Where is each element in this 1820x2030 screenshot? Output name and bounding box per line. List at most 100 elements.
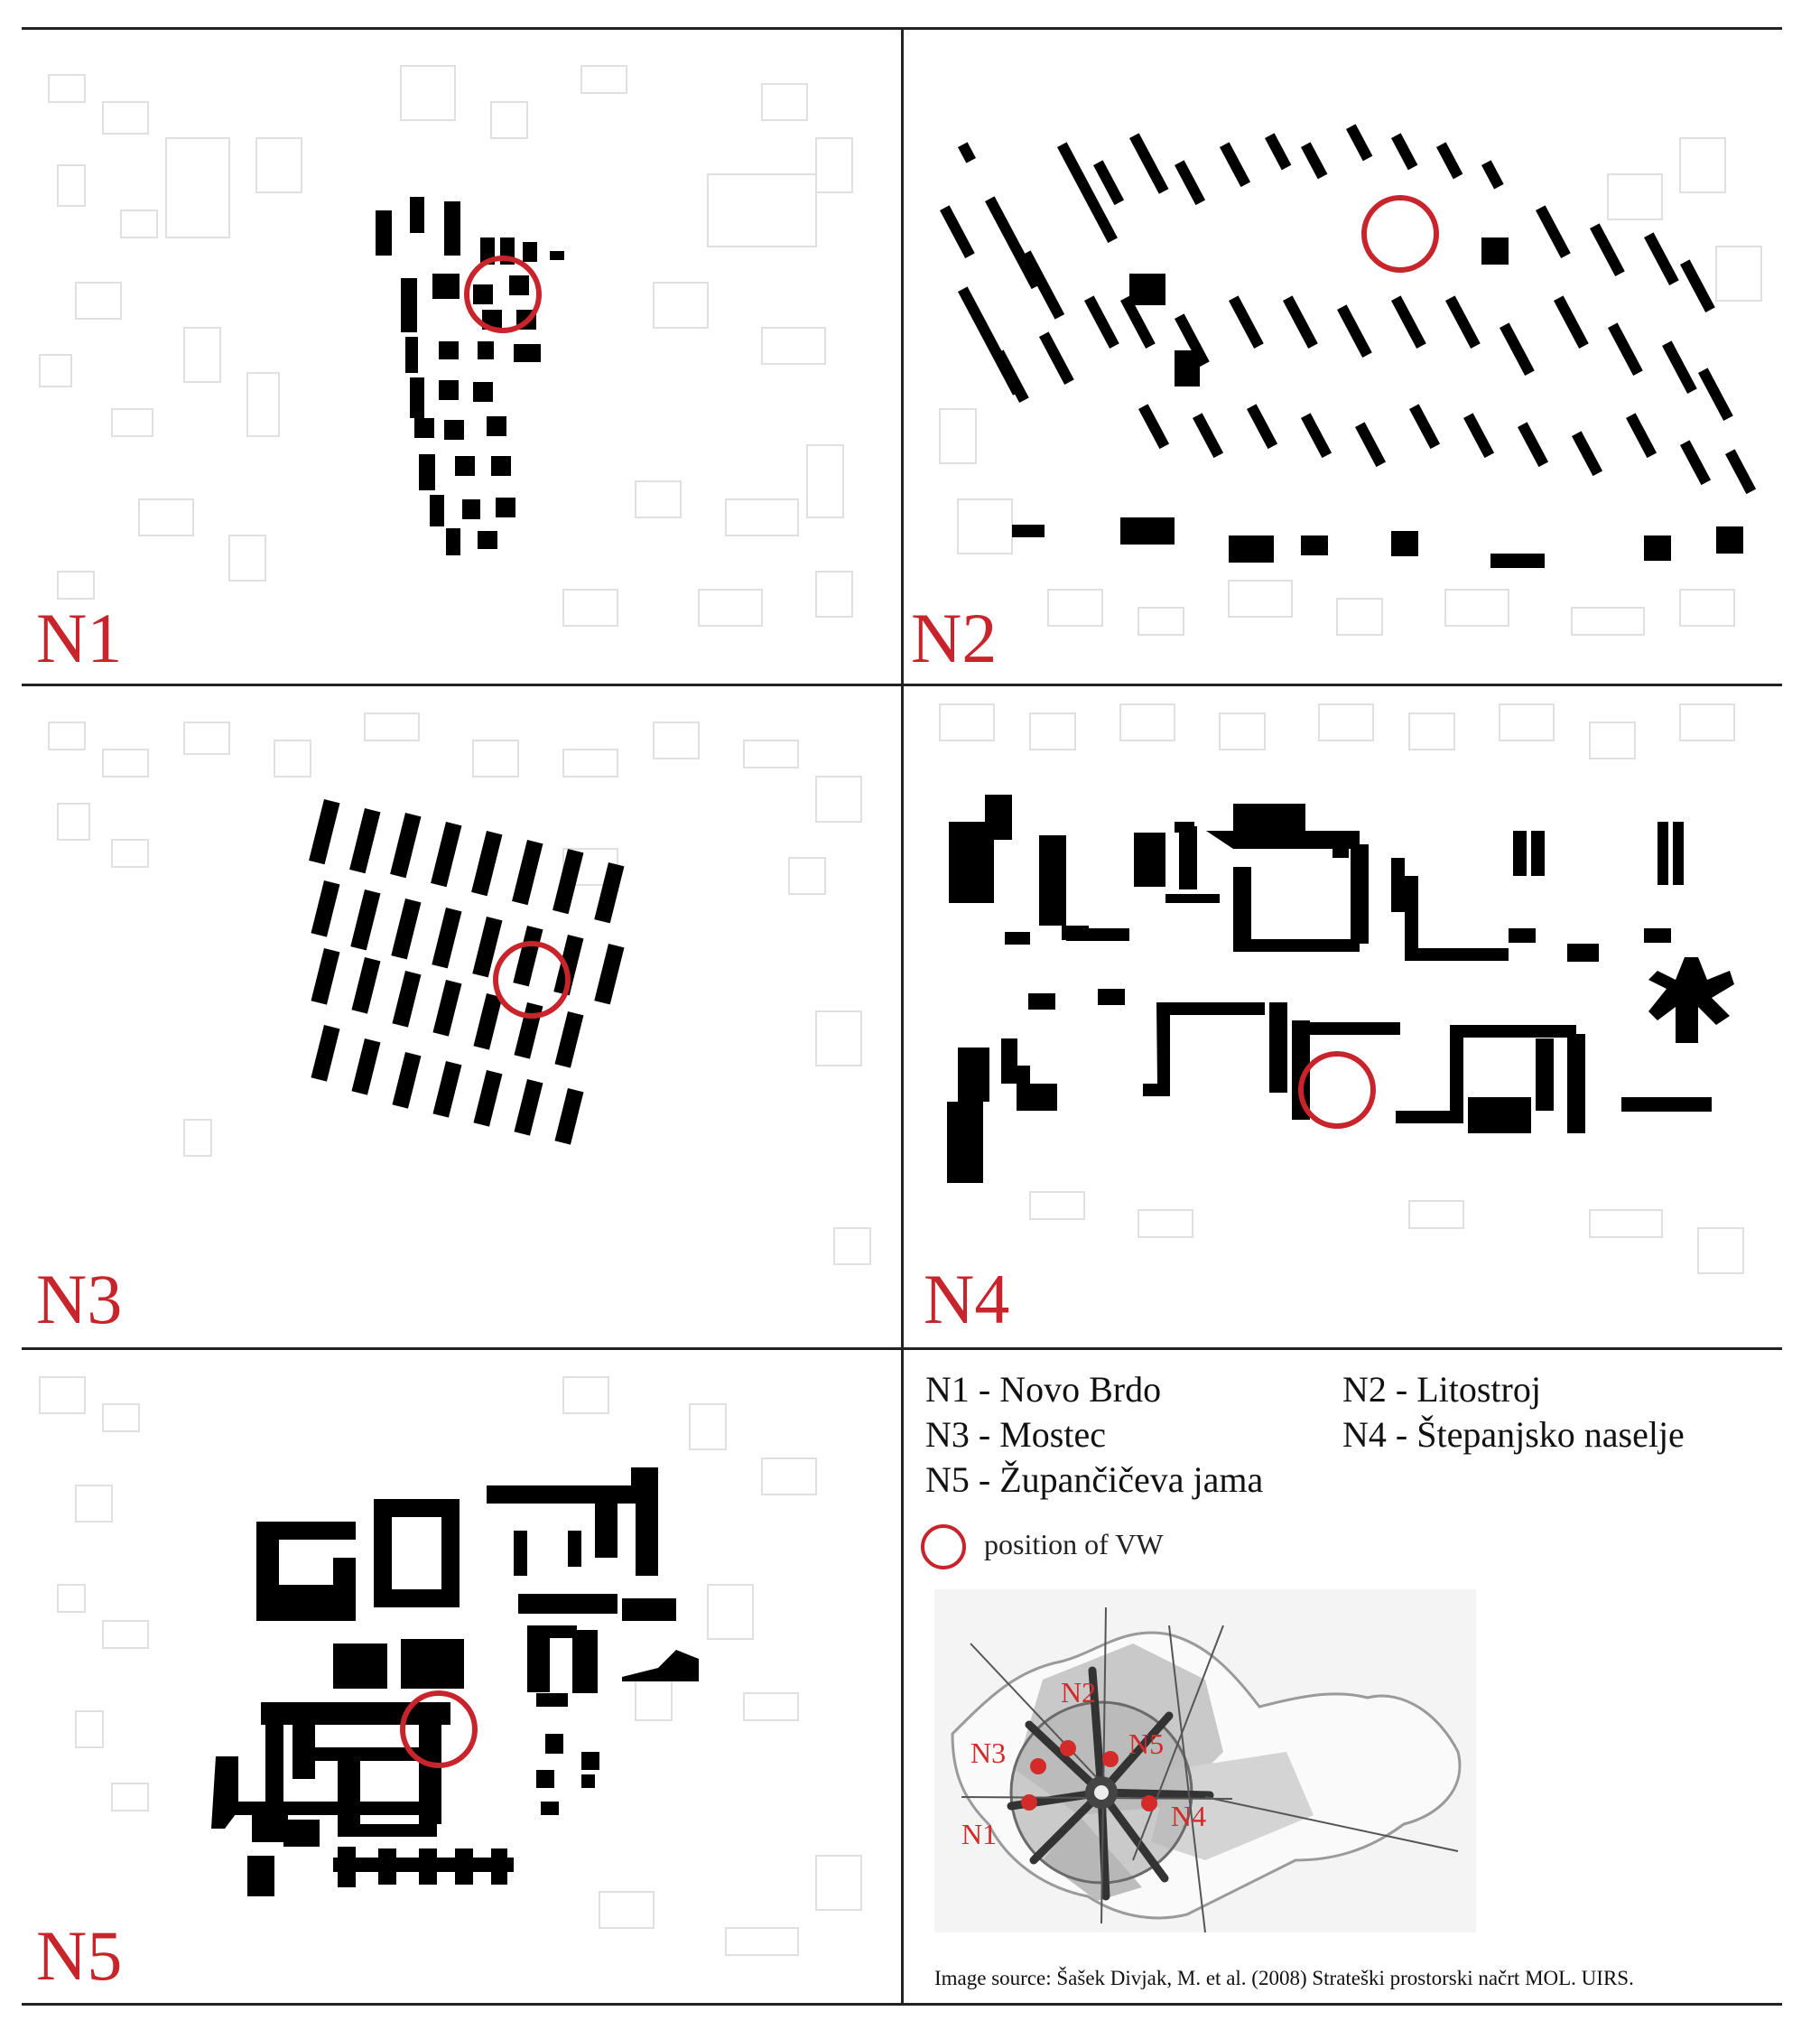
legend-column-right: N2 - Litostroj N4 - Štepanjsko naselje — [1342, 1368, 1685, 1458]
panel-label-n3: N3 — [36, 1260, 123, 1338]
legend-item-n4: N4 - Štepanjsko naselje — [1342, 1414, 1685, 1455]
legend-column-left: N1 - Novo Brdo N3 - Mostec N5 - Župančič… — [925, 1368, 1263, 1504]
n2-building — [1608, 322, 1643, 376]
n3-building — [311, 948, 340, 1005]
n2-building — [1698, 368, 1733, 421]
n2-building — [1391, 295, 1426, 349]
map-panel-n3: N3 — [22, 686, 901, 1347]
vw-position-marker-label: position of VW — [984, 1528, 1164, 1560]
n2-building — [1337, 304, 1372, 358]
n2-building — [1229, 295, 1264, 349]
n2-building — [1301, 413, 1332, 459]
location-inset-map: N1 N2 N3 N4 N5 — [934, 1589, 1476, 1933]
frame-center-line — [901, 27, 904, 2006]
legend-item-n3: N3 - Mostec — [925, 1414, 1106, 1455]
n3-building — [594, 944, 625, 1005]
panel-label-n1: N1 — [36, 599, 123, 677]
n2-building — [1725, 449, 1757, 495]
n3-building — [392, 971, 422, 1028]
legend-item-n5: N5 - Župančičeva jama — [925, 1459, 1264, 1500]
n2-building — [1554, 295, 1589, 349]
n3-building — [473, 993, 503, 1050]
n3-building — [432, 907, 462, 969]
n3-building — [594, 861, 625, 924]
n2-building — [1175, 313, 1210, 367]
n3-building — [432, 980, 462, 1037]
n2-building — [1093, 160, 1125, 206]
inset-label-n3: N3 — [970, 1737, 1006, 1769]
inset-label-n5: N5 — [1128, 1727, 1164, 1760]
n2-building — [1247, 404, 1278, 450]
panel-label-n4: N4 — [924, 1260, 1010, 1338]
n3-building — [311, 880, 340, 937]
map-panel-n5: N5 — [22, 1350, 901, 2003]
n2-building — [1355, 422, 1387, 468]
n2-building — [1084, 295, 1119, 349]
n3-building — [351, 957, 381, 1014]
n3-building — [350, 889, 381, 951]
n2-building — [1644, 232, 1679, 285]
n2-building — [1057, 142, 1118, 243]
n3-building — [552, 849, 584, 915]
n3-building — [390, 813, 422, 879]
n2-building — [1391, 133, 1418, 171]
n2-building — [1021, 250, 1065, 320]
n2-building — [1409, 404, 1441, 450]
n2-building — [1129, 133, 1169, 194]
n2-building — [1481, 160, 1504, 190]
n3-building — [472, 916, 503, 978]
n3-building — [309, 798, 340, 865]
n2-building — [1265, 133, 1292, 171]
n3-building — [351, 1038, 381, 1095]
n3-figure-ground — [48, 712, 871, 1265]
n3-building — [311, 1025, 340, 1082]
inset-label-n4: N4 — [1171, 1800, 1206, 1832]
n2-building — [1220, 142, 1251, 188]
n3-building — [471, 831, 503, 897]
n2-building — [1120, 295, 1156, 349]
n2-building — [1680, 440, 1712, 486]
n2-building — [1536, 205, 1571, 258]
n3-building — [349, 808, 381, 874]
n3-building — [432, 1061, 462, 1118]
inset-map-graphic: N1 N2 N3 N4 N5 — [934, 1589, 1476, 1933]
n3-building — [392, 1052, 422, 1109]
n2-building — [1571, 431, 1603, 477]
legend-item-n2: N2 - Litostroj — [1342, 1369, 1541, 1410]
n2-building — [1193, 413, 1224, 459]
n4-figure-ground — [939, 703, 1744, 1274]
n2-building — [1436, 142, 1463, 180]
n2-building — [1283, 295, 1318, 349]
n2-building — [1518, 422, 1549, 468]
n2-building — [1301, 142, 1328, 180]
n3-building — [514, 1079, 543, 1136]
n2-building — [1346, 124, 1373, 162]
legend-item-n1: N1 - Novo Brdo — [925, 1369, 1162, 1410]
map-panel-n1: N1 — [22, 30, 901, 684]
n2-building — [1039, 331, 1074, 385]
n3-building — [554, 1011, 584, 1068]
n3-building — [554, 1088, 584, 1145]
map-panel-n2: N2 — [904, 30, 1782, 684]
n5-figure-ground — [39, 1376, 862, 1956]
n3-building — [512, 840, 543, 906]
n2-building — [1662, 340, 1697, 394]
n3-building — [431, 822, 462, 888]
n2-building — [1500, 322, 1535, 376]
panel-label-n5: N5 — [36, 1916, 123, 1995]
n2-building — [1680, 259, 1715, 312]
inset-label-n1: N1 — [961, 1818, 997, 1850]
n2-building — [1175, 160, 1206, 206]
panel-label-n2: N2 — [911, 599, 998, 677]
n3-building — [391, 898, 422, 960]
n2-building — [1462, 413, 1495, 459]
n2-building — [1590, 223, 1625, 276]
n3-building — [473, 1070, 503, 1127]
n2-building — [1626, 413, 1658, 459]
n2-building — [940, 205, 975, 258]
n2-figure-ground — [939, 124, 1762, 636]
n2-building — [1138, 404, 1170, 450]
n2-building — [958, 142, 976, 163]
n3-building — [553, 935, 584, 996]
inset-label-n2: N2 — [1061, 1676, 1096, 1709]
